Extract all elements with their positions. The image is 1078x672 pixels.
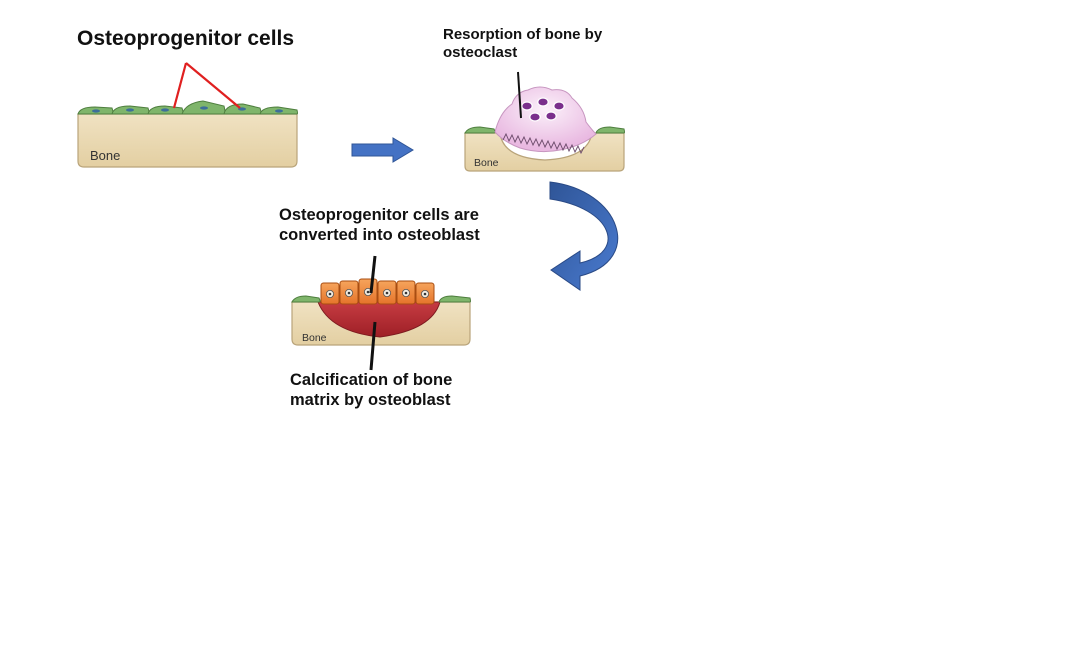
- calcification-label-line-1: Calcification of bone: [290, 371, 453, 389]
- osteoclast-pointer: [517, 71, 522, 119]
- panel-3-formation: Bone: [291, 278, 471, 346]
- osteoprogenitor-pointer: [172, 62, 241, 109]
- panel-1-bone-label: Bone: [90, 148, 120, 163]
- panel-1-cell-nuclei: [92, 106, 283, 113]
- panel-2-lining-cells: [464, 126, 625, 134]
- panel-2-bone-block: [464, 132, 625, 172]
- osteoclast-cell: [494, 86, 597, 153]
- osteoprogenitor-label: Osteoprogenitor cells: [77, 27, 295, 50]
- osteoblast-cells: [320, 278, 435, 305]
- calcification-label: Calcification of bone matrix by osteobla…: [290, 370, 452, 410]
- osteoblast-pointer: [369, 255, 377, 294]
- panel-2-resorption: Bone: [464, 86, 625, 172]
- conversion-label-line-1: Osteoprogenitor cells are: [279, 206, 479, 224]
- matrix-pointer: [369, 321, 377, 371]
- conversion-label: Osteoprogenitor cells are converted into…: [279, 205, 480, 245]
- osteoclast-nuclei: [521, 97, 565, 122]
- panel-1-bone-lining: Bone: [77, 100, 298, 168]
- panel-2-bone-label: Bone: [474, 157, 499, 169]
- panel-3-bone-label: Bone: [302, 332, 327, 344]
- panel-3-lining-cells: [291, 295, 471, 303]
- panel-1-bone-block: [77, 113, 298, 168]
- panel-1-lining-cells: [77, 100, 298, 115]
- new-bone-matrix: [317, 301, 441, 338]
- resorption-label-line-2: osteoclast: [443, 44, 518, 62]
- right-arrow: [351, 137, 414, 163]
- resorption-label: Resorption of bone by osteoclast: [443, 26, 602, 63]
- osteoblast-nucleoli: [328, 290, 427, 296]
- conversion-label-line-2: converted into osteoblast: [279, 226, 480, 245]
- curved-arrow: [549, 181, 619, 291]
- resorption-label-line-1: Resorption of bone by: [443, 26, 603, 43]
- osteoclast-ruffled-border: [502, 132, 585, 155]
- calcification-label-line-2: matrix by osteoblast: [290, 391, 451, 410]
